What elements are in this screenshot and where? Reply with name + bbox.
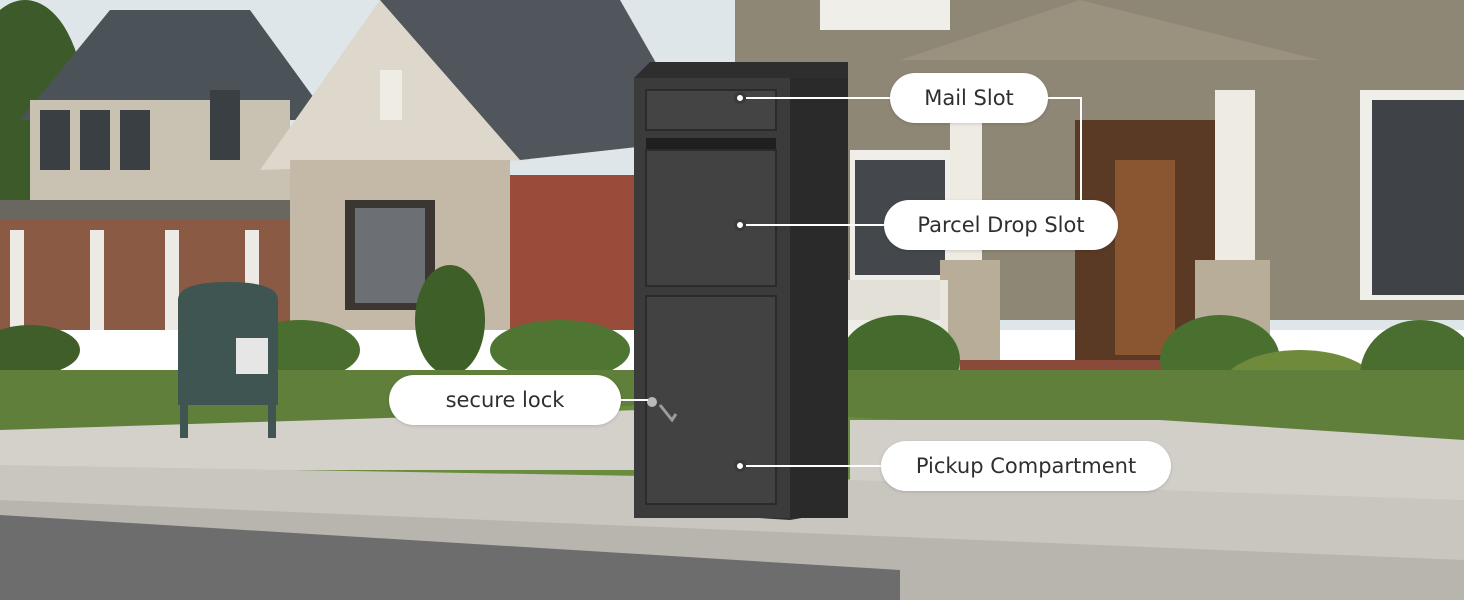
parcel-drop-box: [634, 62, 848, 520]
parcel-drop-slot-leader: [746, 224, 888, 226]
mail-slot-label: Mail Slot: [890, 73, 1048, 123]
secure-lock-leader: [618, 399, 648, 401]
parcel-drop-slot-marker: [734, 219, 746, 231]
mail-slot-marker: [734, 92, 746, 104]
pickup-compartment-label: Pickup Compartment: [881, 441, 1171, 491]
left-house: [0, 10, 330, 330]
mail-slot-leader-stub: [1044, 97, 1082, 99]
mail-slot-leader: [746, 97, 894, 99]
street-mailbox: [178, 282, 278, 438]
secure-lock-label: secure lock: [389, 375, 621, 425]
parcel-drop-slot-label: Parcel Drop Slot: [884, 200, 1118, 250]
road: [0, 515, 900, 600]
mail-slot-leader-vertical: [1080, 98, 1082, 208]
pickup-compartment-marker: [734, 460, 746, 472]
pickup-compartment-leader: [746, 465, 886, 467]
